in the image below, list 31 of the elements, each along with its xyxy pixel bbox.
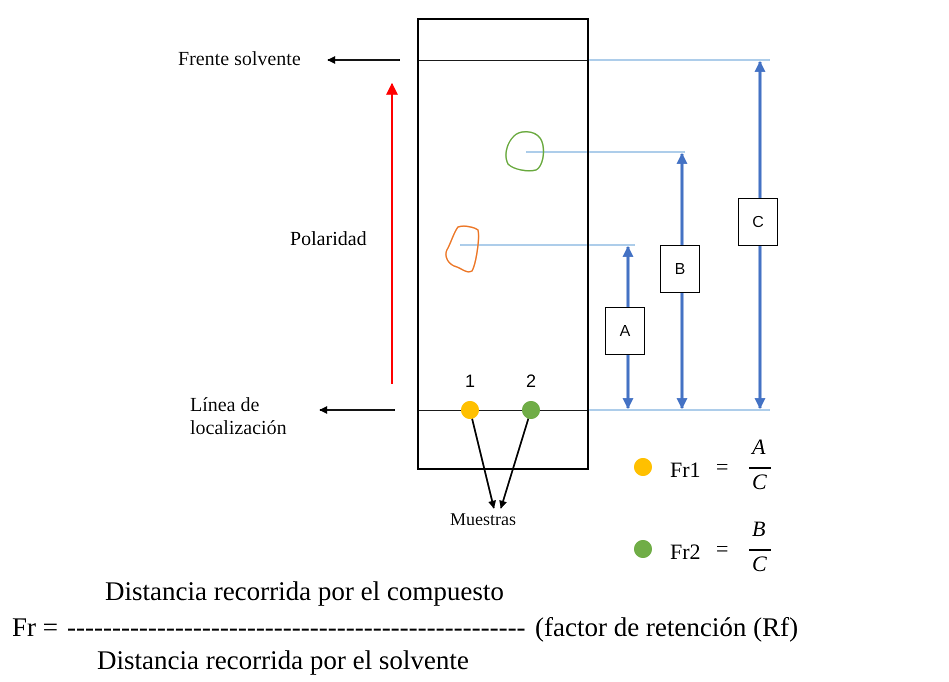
axis-label: Polaridad bbox=[290, 228, 367, 250]
sample-number: 2 bbox=[526, 371, 536, 392]
distance-label-box: A bbox=[605, 307, 645, 355]
formula-text: B bbox=[752, 516, 766, 541]
compound-spot bbox=[504, 130, 546, 172]
arrow bbox=[471, 418, 496, 509]
callout-text: Línea de localización bbox=[190, 394, 320, 442]
formula-text: Distancia recorrida por el compuesto bbox=[105, 577, 504, 607]
distance-label-box: C bbox=[738, 198, 778, 246]
distance-label-box: B bbox=[660, 245, 700, 293]
tlc-plate bbox=[417, 18, 589, 470]
sample-number: 1 bbox=[465, 371, 476, 392]
formula-text: = bbox=[716, 454, 728, 479]
formula-text: C bbox=[752, 470, 767, 494]
arrow bbox=[327, 56, 400, 64]
formula-text: Fr = bbox=[12, 613, 58, 643]
sample-spot bbox=[461, 401, 479, 419]
formula-text: (factor de retención (Rf) bbox=[535, 613, 798, 643]
callout-text: Frente solvente bbox=[178, 48, 328, 72]
formula-text: --------------------------------------------------- bbox=[67, 613, 526, 643]
arrow bbox=[319, 406, 395, 414]
arrow bbox=[499, 418, 530, 509]
formula-text: = bbox=[716, 536, 728, 561]
formula-text: C bbox=[752, 552, 767, 576]
formula-text: Fr1 bbox=[670, 456, 701, 484]
formula-text: Fr2 bbox=[670, 538, 701, 566]
sample-spot bbox=[522, 401, 540, 419]
compound-spot bbox=[444, 224, 480, 274]
formula-text: Distancia recorrida por el solvente bbox=[97, 646, 469, 676]
formula-text: A bbox=[752, 434, 766, 459]
callout-text: Muestras bbox=[450, 508, 544, 534]
